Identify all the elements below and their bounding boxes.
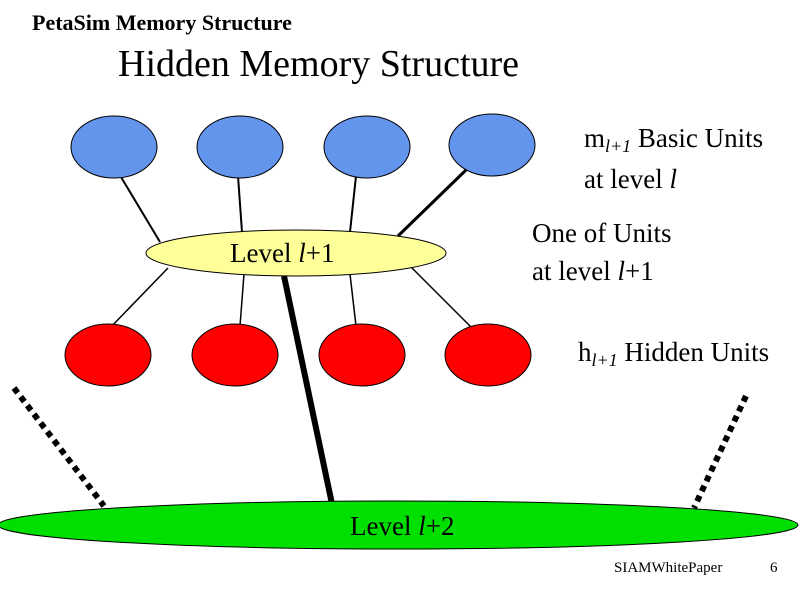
basic-unit-4	[448, 113, 536, 177]
one-unit-level-suffix: +1	[624, 256, 654, 286]
level-l1-label: Level l+1	[230, 234, 334, 272]
level-l1-ellipse	[145, 229, 447, 277]
basic-unit-2	[196, 115, 284, 179]
hidden-units-subscript-text: l+1	[591, 350, 618, 370]
basic-units-level-prefix: at level	[584, 164, 670, 194]
dotted-link-right	[691, 394, 749, 510]
basic-link-1	[117, 171, 161, 243]
level-l1-prefix: Level	[230, 238, 299, 268]
one-unit-line1: One of Units	[532, 218, 672, 248]
level-l2-label: Level l+2	[350, 507, 454, 545]
basic-unit-3	[323, 115, 411, 179]
hidden-units-subscript: l+1	[592, 350, 618, 370]
hidden-unit-2	[191, 323, 279, 387]
basic-link-2	[237, 175, 243, 233]
basic-units-text: Basic Units	[631, 123, 764, 153]
level-l1-suffix: +1	[305, 238, 335, 268]
one-unit-level-var: l	[617, 256, 625, 286]
hidden-units-label: hl+1 Hidden Units	[578, 333, 769, 374]
basic-units-level-var: l	[669, 164, 677, 194]
basic-units-m: m	[584, 123, 606, 153]
one-unit-label: One of Units at level l+1	[532, 214, 671, 290]
hidden-units-h: h	[578, 337, 592, 367]
footer-page-number: 6	[770, 560, 778, 576]
level-l1-var: l	[298, 238, 306, 268]
hidden-unit-1	[64, 323, 152, 387]
hidden-unit-3	[318, 323, 406, 387]
level-l2-var: l	[418, 511, 426, 541]
basic-units-label: ml+1 Basic Units at level l	[584, 119, 763, 198]
hidden-link-2	[239, 273, 245, 327]
level-link-thick	[281, 275, 335, 505]
basic-link-3	[349, 175, 357, 233]
dotted-link-left	[11, 386, 107, 508]
basic-units-subscript-text: l+1	[605, 136, 632, 156]
level-l2-ellipse	[0, 500, 799, 550]
hidden-link-1	[107, 267, 169, 331]
footer-source: SIAMWhitePaper	[614, 560, 723, 576]
hidden-unit-4	[444, 323, 532, 387]
level-l2-prefix: Level	[350, 511, 419, 541]
header-title: PetaSim Memory Structure	[32, 10, 292, 35]
basic-unit-1	[70, 115, 158, 179]
basic-units-subscript: l+1	[605, 136, 631, 156]
hidden-link-4	[409, 265, 475, 331]
basic-link-4	[396, 168, 468, 238]
hidden-link-3	[349, 273, 357, 327]
slide-title: Hidden Memory Structure	[118, 43, 520, 85]
one-unit-level-prefix: at level	[532, 256, 618, 286]
hidden-units-text: Hidden Units	[617, 337, 770, 367]
level-l2-suffix: +2	[425, 511, 455, 541]
